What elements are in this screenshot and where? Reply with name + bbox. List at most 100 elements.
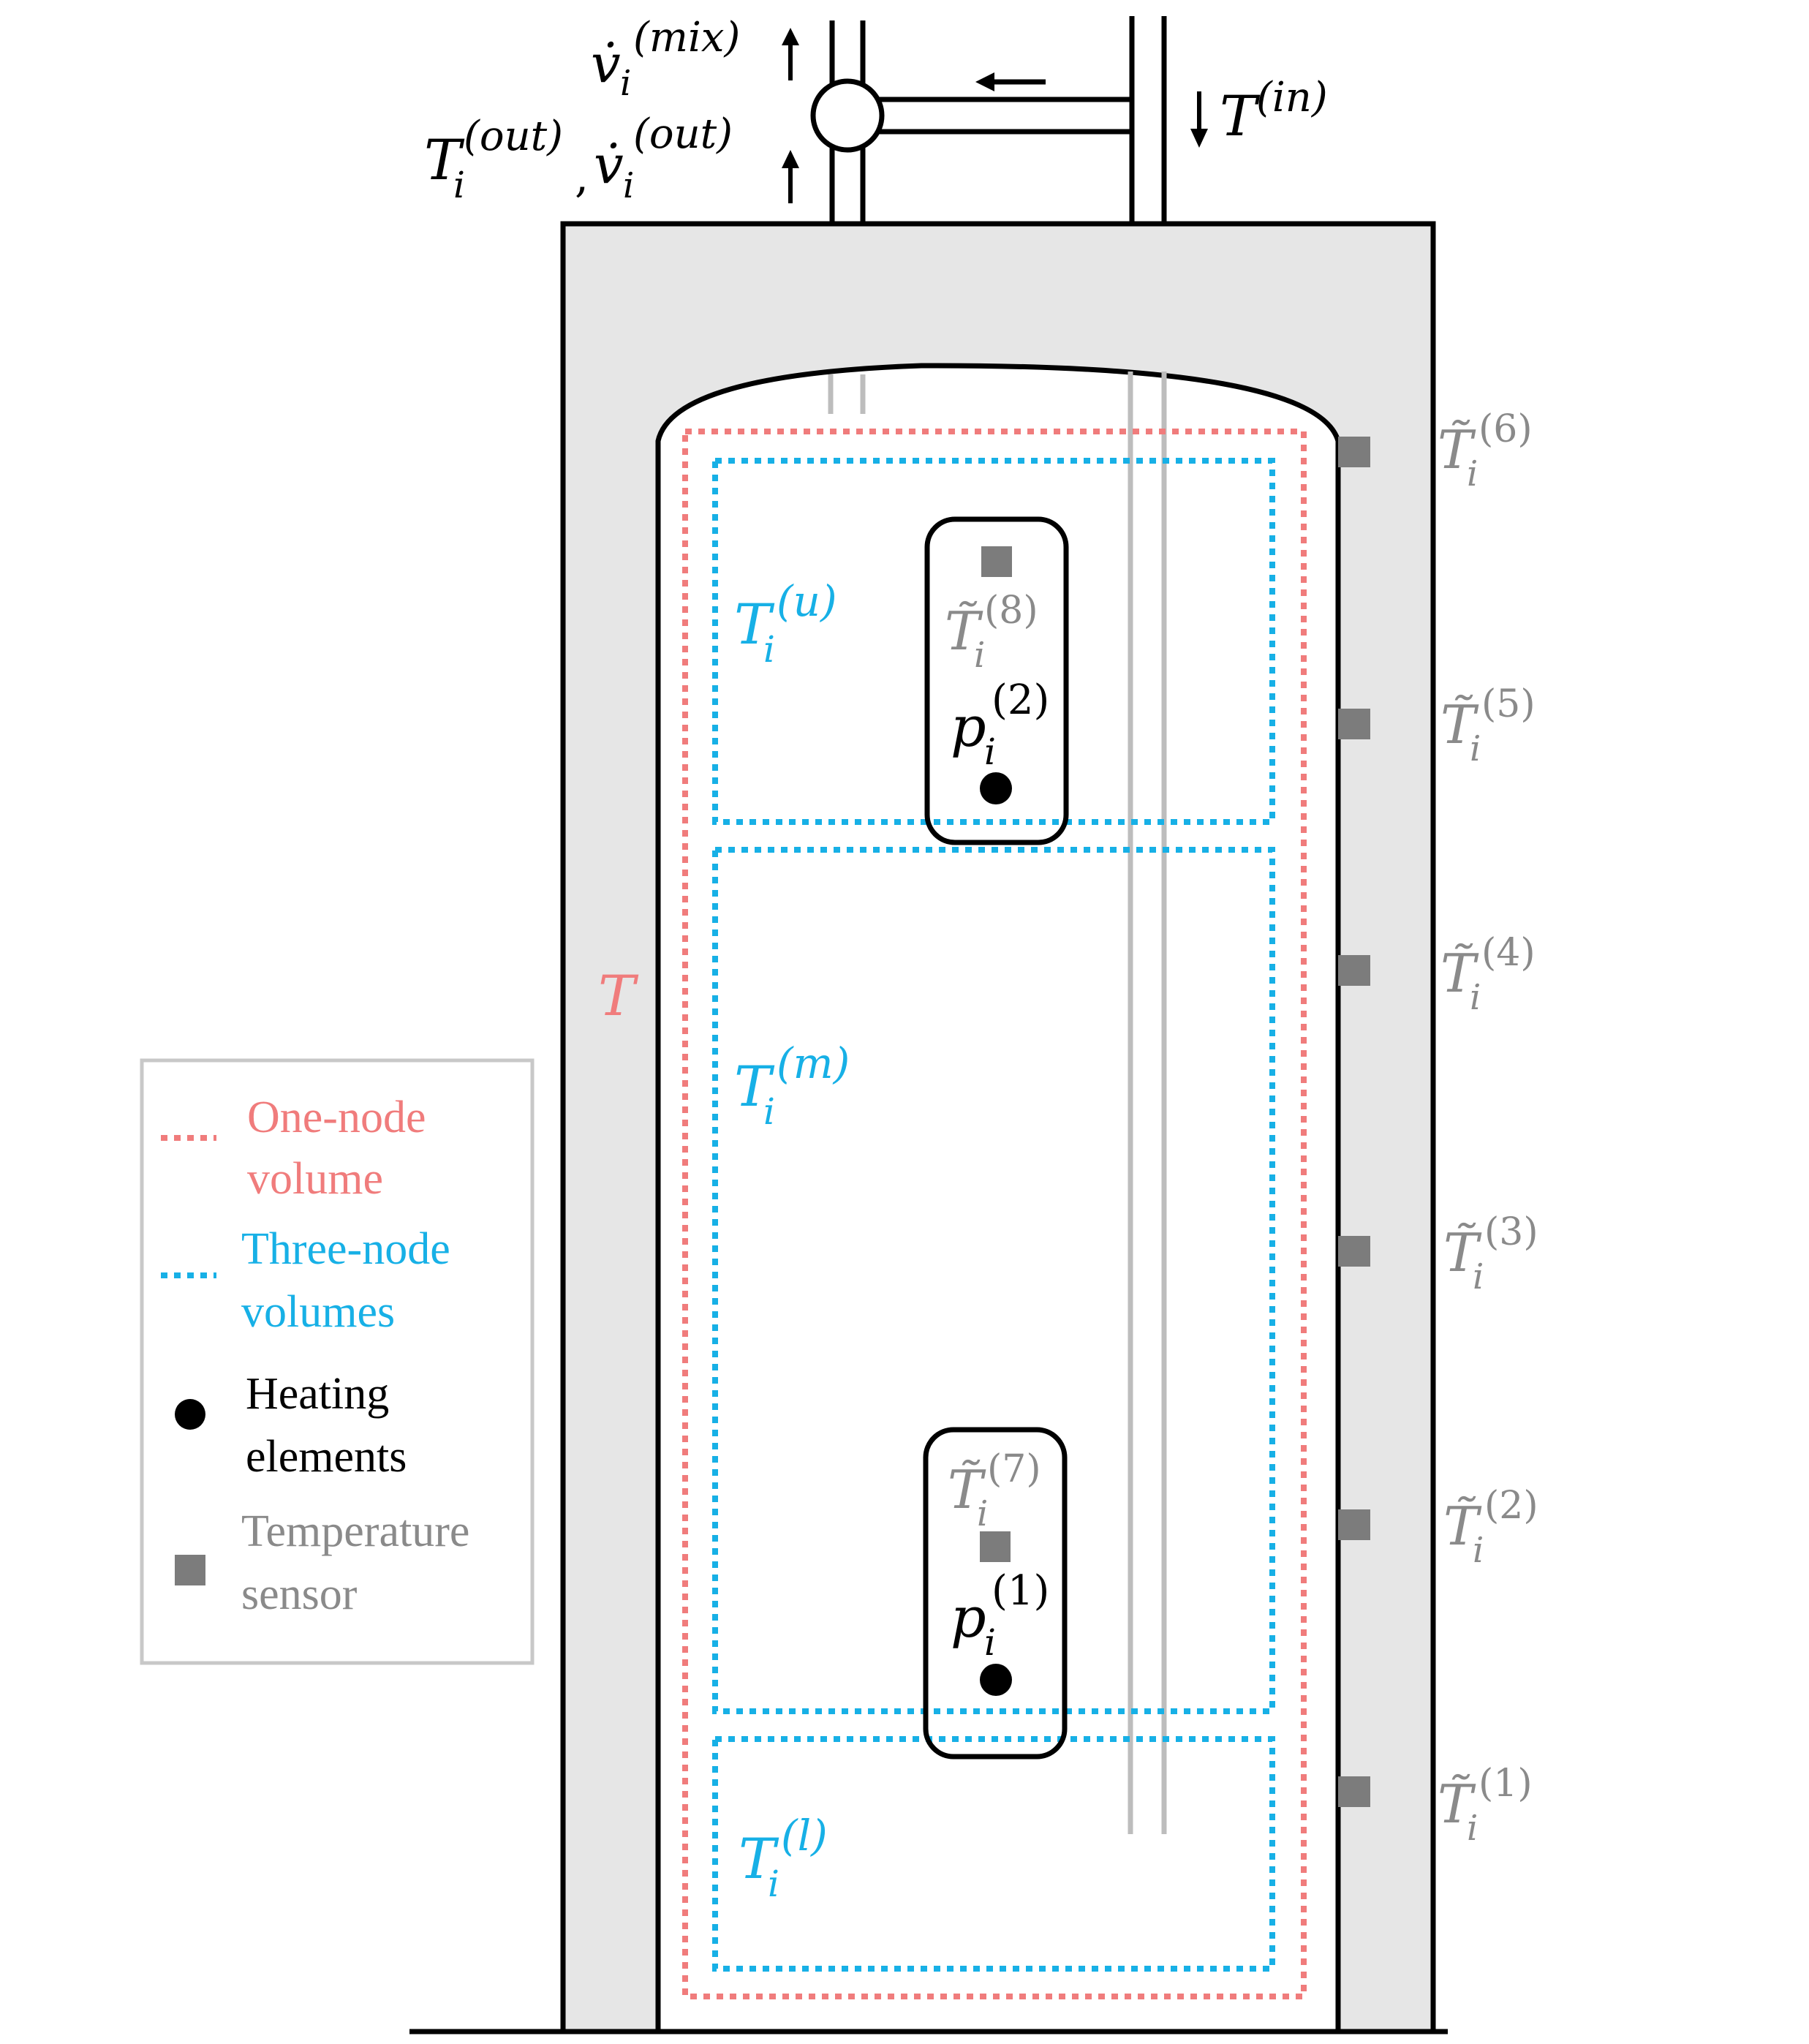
legend: One-node volume Three-node volumes Heati… bbox=[140, 1058, 535, 1665]
label-T-out-v-out: T i (out) , v̇ i (out) bbox=[424, 110, 733, 206]
svg-text:(5): (5) bbox=[1481, 682, 1536, 726]
svg-text:i: i bbox=[1473, 1530, 1484, 1571]
external-sensor-5 bbox=[1338, 709, 1370, 739]
label-sensor-8: T̃ i (8) bbox=[945, 589, 1038, 676]
label-sensor-2: T̃ i (2) bbox=[1443, 1484, 1538, 1571]
svg-text:T̃: T̃ bbox=[1440, 943, 1479, 1004]
mix-flow-arrow bbox=[782, 28, 799, 80]
svg-text:i: i bbox=[620, 63, 631, 104]
label-sensor-5: T̃ i (5) bbox=[1440, 682, 1536, 769]
legend-one-node-label-1: One-node bbox=[247, 1093, 426, 1142]
svg-text:T: T bbox=[739, 1826, 779, 1891]
label-sensor-7: T̃ i (7) bbox=[948, 1447, 1041, 1534]
in-flow-arrow bbox=[1190, 91, 1208, 148]
external-sensor-2 bbox=[1338, 1509, 1370, 1540]
label-T-in: T (in) bbox=[1220, 74, 1328, 148]
svg-text:(l): (l) bbox=[781, 1811, 828, 1860]
svg-text:T̃: T̃ bbox=[1443, 1496, 1482, 1557]
external-sensor-6 bbox=[1338, 437, 1370, 467]
svg-text:i: i bbox=[763, 1090, 775, 1133]
legend-heating-swatch bbox=[175, 1399, 205, 1430]
svg-text:(mix): (mix) bbox=[633, 14, 740, 61]
svg-text:(m): (m) bbox=[777, 1038, 850, 1088]
legend-heating-label-2: elements bbox=[246, 1432, 407, 1482]
svg-text:i: i bbox=[984, 731, 996, 773]
svg-text:i: i bbox=[768, 1863, 779, 1905]
legend-three-node-label-1: Three-node bbox=[241, 1224, 450, 1274]
svg-text:(out): (out) bbox=[633, 110, 733, 158]
svg-text:i: i bbox=[977, 1493, 988, 1534]
svg-text:T̃: T̃ bbox=[1438, 1773, 1476, 1835]
svg-text:T̃: T̃ bbox=[948, 1459, 986, 1520]
svg-text:,: , bbox=[575, 151, 589, 203]
legend-box bbox=[140, 1058, 535, 1665]
heating-element-1 bbox=[980, 1664, 1012, 1696]
svg-text:(out): (out) bbox=[464, 113, 563, 160]
external-sensor-3 bbox=[1338, 1236, 1370, 1267]
mixing-valve bbox=[810, 78, 885, 153]
svg-text:i: i bbox=[1470, 977, 1481, 1018]
lower-volume-boundary bbox=[712, 1736, 1275, 1972]
svg-text:(u): (u) bbox=[777, 576, 837, 626]
label-v-mix: v̇ i (mix) bbox=[591, 14, 740, 104]
label-sensor-6: T̃ i (6) bbox=[1438, 407, 1533, 494]
upper-volume-boundary bbox=[712, 458, 1275, 825]
svg-text:i: i bbox=[763, 628, 775, 671]
out-flow-arrow bbox=[782, 150, 799, 203]
svg-text:p: p bbox=[951, 694, 986, 759]
label-sensor-3: T̃ i (3) bbox=[1443, 1210, 1538, 1297]
label-p-2: p i (2) bbox=[951, 676, 1049, 773]
label-sensor-4: T̃ i (4) bbox=[1440, 931, 1536, 1018]
svg-text:T: T bbox=[424, 127, 465, 192]
svg-text:p: p bbox=[951, 1585, 986, 1650]
svg-text:i: i bbox=[974, 635, 985, 676]
svg-text:T̃: T̃ bbox=[1440, 694, 1479, 755]
svg-text:v̇: v̇ bbox=[594, 134, 624, 195]
svg-text:v̇: v̇ bbox=[591, 33, 621, 94]
one-node-volume-boundary bbox=[682, 429, 1307, 1999]
svg-text:(4): (4) bbox=[1481, 931, 1536, 975]
internal-sensor-7 bbox=[980, 1531, 1011, 1562]
legend-sensor-swatch bbox=[175, 1555, 205, 1585]
label-sensor-1: T̃ i (1) bbox=[1438, 1762, 1533, 1849]
upper-heater-housing bbox=[924, 516, 1069, 845]
svg-text:i: i bbox=[1467, 453, 1478, 494]
label-p-1: p i (1) bbox=[951, 1567, 1049, 1664]
svg-text:(8): (8) bbox=[984, 589, 1038, 633]
svg-text:T̃: T̃ bbox=[1438, 419, 1476, 480]
svg-text:T: T bbox=[734, 1054, 775, 1119]
svg-text:(1): (1) bbox=[1478, 1762, 1533, 1806]
legend-three-node-label-2: volumes bbox=[241, 1287, 395, 1337]
svg-text:i: i bbox=[1470, 728, 1481, 769]
svg-text:(3): (3) bbox=[1484, 1210, 1538, 1254]
svg-text:(1): (1) bbox=[992, 1567, 1049, 1615]
svg-text:i: i bbox=[984, 1621, 996, 1664]
legend-sensor-label-1: Temperature bbox=[241, 1506, 469, 1556]
label-T-upper: T i (u) bbox=[734, 576, 837, 671]
heating-element-2 bbox=[980, 772, 1012, 804]
svg-text:T: T bbox=[734, 592, 775, 657]
bypass-pipe bbox=[870, 97, 1132, 135]
internal-sensor-8 bbox=[981, 546, 1012, 577]
label-one-node-T: T bbox=[598, 963, 639, 1028]
svg-text:i: i bbox=[1467, 1808, 1478, 1849]
svg-text:T: T bbox=[1220, 83, 1261, 148]
svg-text:i: i bbox=[1473, 1256, 1484, 1297]
svg-text:T̃: T̃ bbox=[1443, 1222, 1482, 1283]
legend-one-node-label-2: volume bbox=[247, 1154, 383, 1204]
svg-text:T̃: T̃ bbox=[945, 600, 983, 662]
external-sensor-1 bbox=[1338, 1776, 1370, 1807]
legend-heating-label-1: Heating bbox=[246, 1369, 389, 1419]
legend-sensor-label-2: sensor bbox=[241, 1569, 358, 1619]
svg-text:(2): (2) bbox=[992, 676, 1049, 724]
svg-text:(6): (6) bbox=[1478, 407, 1533, 451]
middle-volume-boundary bbox=[712, 847, 1275, 1714]
lower-heater-housing bbox=[923, 1427, 1068, 1760]
svg-text:(in): (in) bbox=[1256, 74, 1328, 121]
svg-text:i: i bbox=[623, 165, 634, 206]
svg-text:(2): (2) bbox=[1484, 1484, 1538, 1528]
svg-text:i: i bbox=[453, 164, 465, 206]
bypass-flow-arrow bbox=[975, 72, 1046, 91]
svg-text:(7): (7) bbox=[987, 1447, 1041, 1491]
